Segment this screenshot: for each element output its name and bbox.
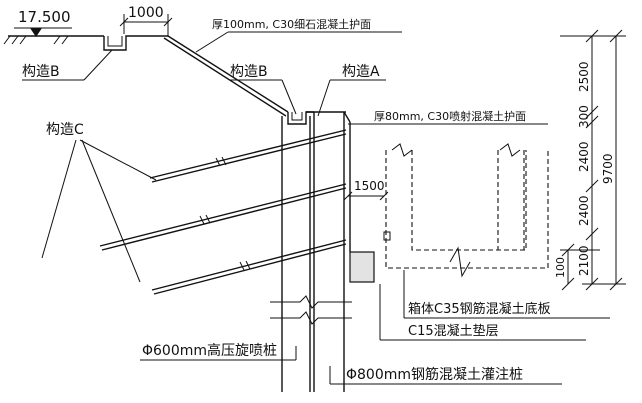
elevation-label: 17.500 xyxy=(18,8,71,26)
box-structure xyxy=(349,143,549,283)
shotcrete-facing: 厚80mm, C30喷射混凝土护面 xyxy=(343,109,548,252)
box-base-callout: 箱体C35钢筋混凝土底板 xyxy=(403,270,610,319)
dim-2100: 2100 xyxy=(577,245,591,276)
anchors xyxy=(99,129,347,295)
cushion-callout: C15混凝土垫层 xyxy=(379,284,586,341)
dim-100: 100 xyxy=(554,257,567,278)
dim-1500: 1500 xyxy=(343,179,389,201)
dim-2400b: 2400 xyxy=(577,195,591,226)
slope-facing-label: 厚100mm, C30细石混凝土护面 xyxy=(212,17,371,31)
detail-b-a-callout: 构造B 构造A xyxy=(230,64,386,117)
piles xyxy=(270,111,352,392)
jet-grout-label: Φ600mm高压旋喷桩 xyxy=(142,342,277,359)
vertical-dimensions: 2500 300 2400 2400 2100 100 9700 xyxy=(554,29,626,291)
detail-b-left-callout: 构造B xyxy=(22,49,113,81)
dim-9700: 9700 xyxy=(601,153,615,184)
ground-hatch xyxy=(3,35,69,45)
cushion-label: C15混凝土垫层 xyxy=(408,323,499,339)
detail-c-label: 构造C xyxy=(46,122,84,138)
slope-facing-callout: 厚100mm, C30细石混凝土护面 xyxy=(195,17,402,53)
bored-pile-callout: Φ800mm钢筋混凝土灌注桩 xyxy=(329,366,562,385)
detail-a-label: 构造A xyxy=(342,64,380,80)
dim-1000: 1000 xyxy=(119,5,173,36)
dim-2500: 2500 xyxy=(577,61,591,92)
detail-b-mid-label: 构造B xyxy=(230,64,268,80)
detail-b-left-label: 构造B xyxy=(22,64,60,80)
shotcrete-label: 厚80mm, C30喷射混凝土护面 xyxy=(374,109,526,123)
dim-2400a: 2400 xyxy=(577,141,591,172)
elevation-marker: 17.500 xyxy=(14,8,72,37)
jet-grout-callout: Φ600mm高压旋喷桩 xyxy=(140,342,297,361)
box-base-label: 箱体C35钢筋混凝土底板 xyxy=(408,301,551,317)
pile-cap-block xyxy=(349,251,375,283)
dim-300: 300 xyxy=(577,105,591,128)
ground-profile xyxy=(3,35,314,125)
bored-pile-label: Φ800mm钢筋混凝土灌注桩 xyxy=(346,366,523,383)
dim-1500-label: 1500 xyxy=(354,179,385,193)
dim-ticks xyxy=(560,29,626,291)
detail-c-callout: 构造C xyxy=(41,122,157,283)
dim-1000-label: 1000 xyxy=(128,5,164,21)
